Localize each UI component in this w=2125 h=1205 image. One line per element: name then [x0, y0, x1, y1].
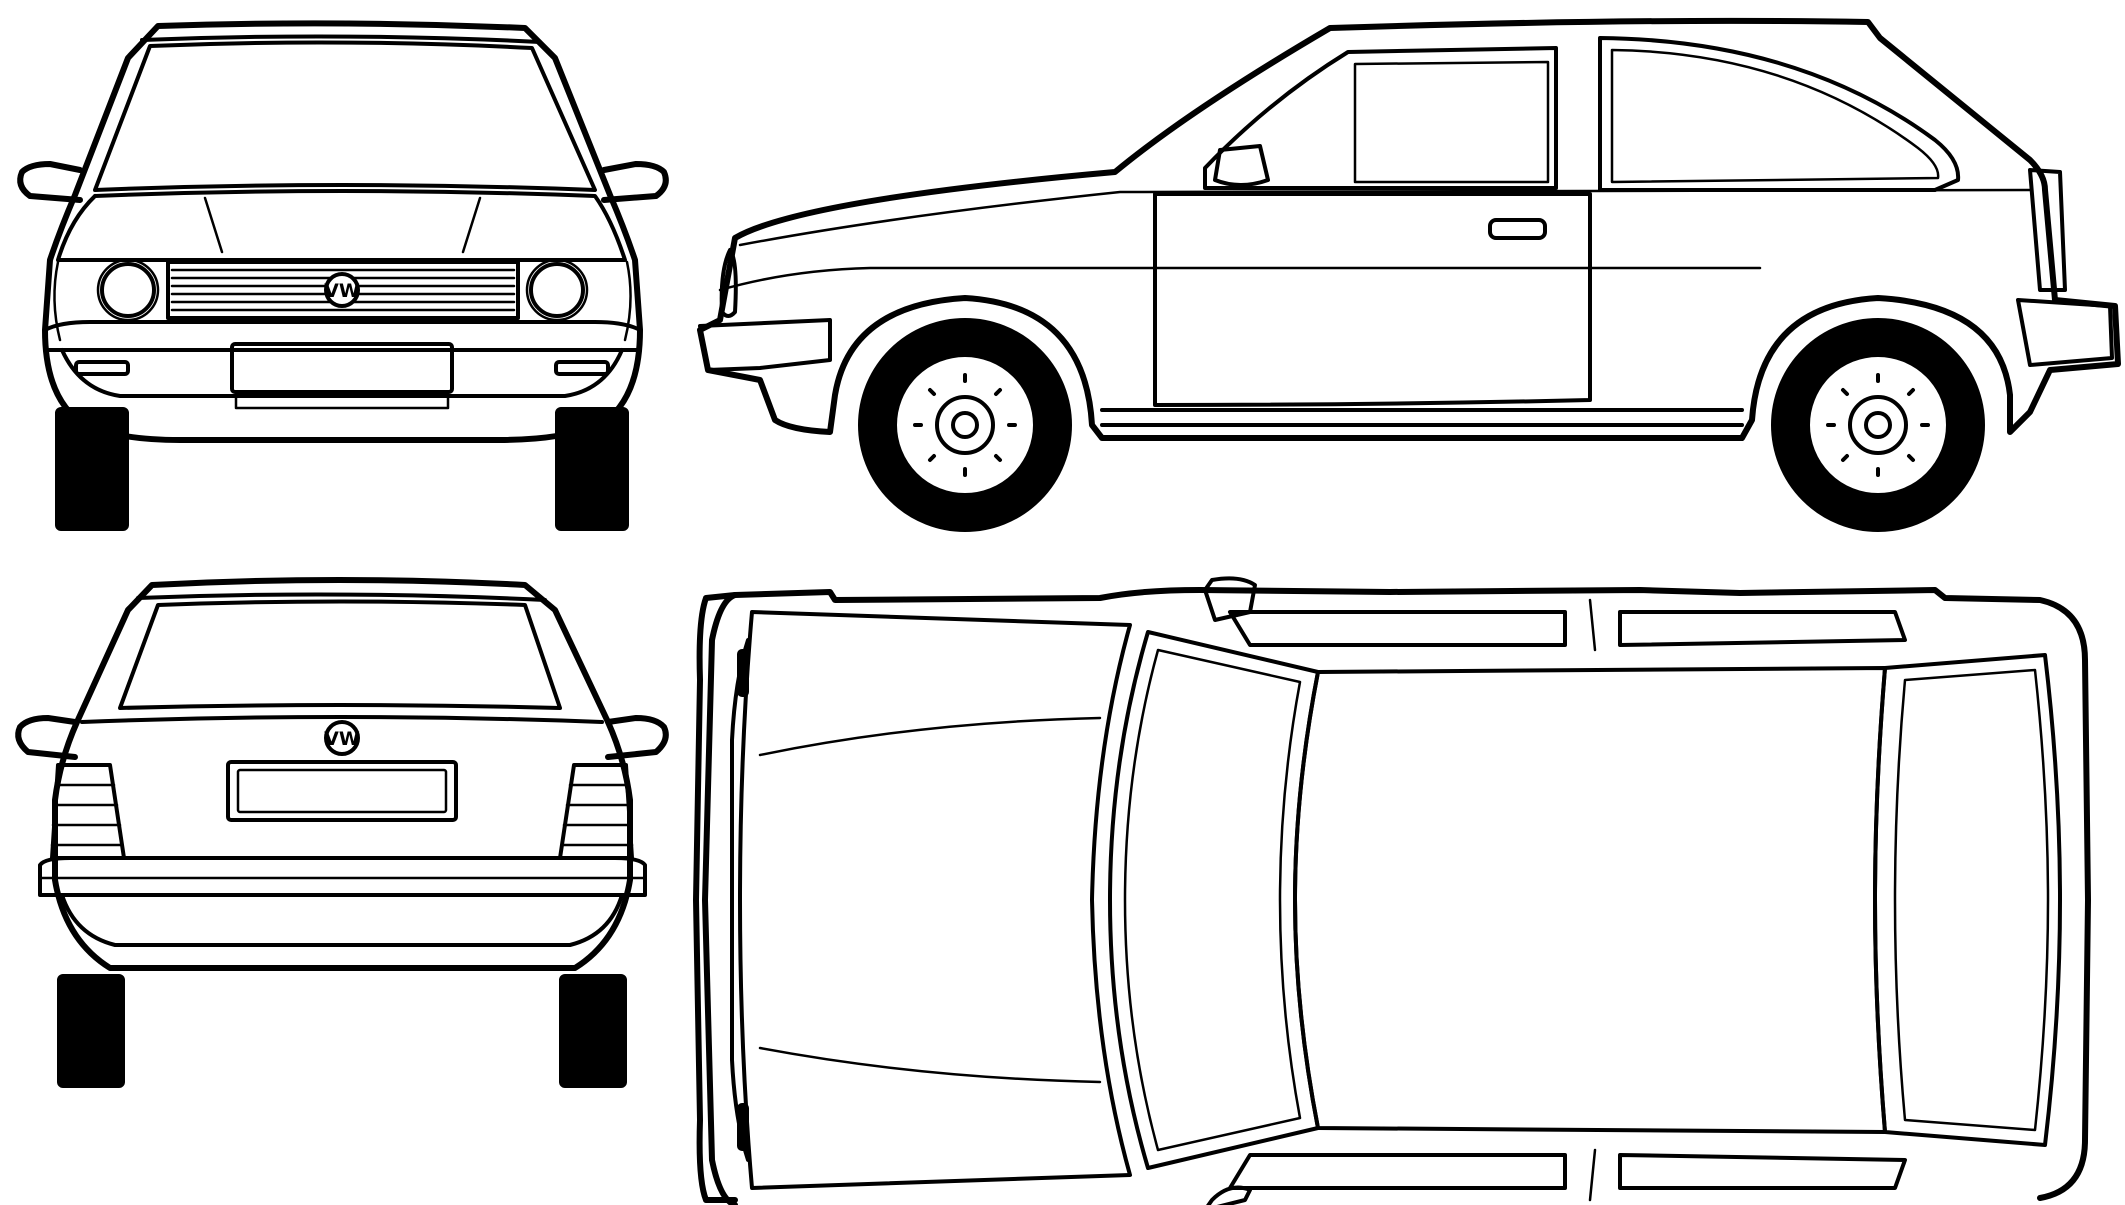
front-left-headlight-ring — [96, 258, 160, 322]
rear-left-tire — [57, 974, 125, 1088]
top-lower-door-line — [1588, 1148, 1597, 1202]
top-lower-mirror — [1206, 1185, 1252, 1205]
top-windshield-inner — [1123, 648, 1302, 1152]
side-rear-window — [1598, 36, 1961, 192]
front-left-tire — [55, 407, 129, 531]
front-right-headlight — [529, 262, 585, 318]
rear-lower-valance — [60, 893, 624, 947]
front-left-indicator — [74, 360, 130, 376]
front-left-headlight — [100, 262, 156, 318]
front-right-fender — [623, 260, 632, 342]
front-left-fender — [53, 260, 62, 342]
rear-bumper — [38, 856, 647, 897]
top-body-side — [693, 592, 738, 1203]
side-front-hub — [935, 395, 995, 455]
top-upper-side-window-rear — [1618, 610, 1907, 647]
rear-badge — [324, 720, 360, 756]
top-upper-door-line — [1588, 598, 1597, 652]
front-left-mirror — [17, 161, 83, 203]
side-door — [1153, 192, 1592, 407]
top-hood-crease-lower — [758, 1046, 1102, 1084]
front-badge — [324, 272, 360, 308]
top-front-left-light — [737, 649, 749, 697]
side-belt-line — [738, 188, 2032, 247]
top-windshield — [1108, 630, 1320, 1170]
front-body-outline — [42, 20, 643, 443]
top-roof — [1293, 666, 1887, 1134]
side-front-bumper — [698, 318, 832, 372]
front-hood-crease-right — [461, 196, 482, 254]
side-door-handle — [1488, 218, 1547, 240]
side-rear-bumper — [2016, 298, 2114, 367]
front-hood-crease-left — [203, 196, 224, 254]
side-front-rim-bolts — [913, 373, 1017, 477]
top-body-outline — [702, 587, 2091, 1205]
rear-license-plate — [226, 760, 458, 822]
front-plate-mount — [234, 392, 450, 410]
side-rear-window-inner — [1610, 48, 1940, 184]
rear-view: VW — [15, 577, 669, 1088]
side-front-window-inner — [1353, 60, 1550, 184]
front-view: VW — [17, 20, 669, 531]
front-right-headlight-ring — [525, 258, 589, 322]
rear-body-outline — [52, 577, 633, 971]
side-rear-hubcap — [1864, 411, 1892, 439]
top-hood-crease-upper — [758, 716, 1102, 757]
side-view — [697, 17, 2121, 532]
side-front-window — [1203, 46, 1558, 190]
side-headlight — [719, 248, 738, 318]
side-taillight — [2028, 168, 2067, 292]
front-badge-text: VW — [324, 280, 360, 302]
front-right-mirror — [601, 161, 669, 203]
side-body-outline — [697, 17, 2121, 441]
side-body-crease — [718, 266, 1762, 292]
top-lower-side-window-rear — [1618, 1153, 1907, 1190]
rear-right-tire — [559, 974, 627, 1088]
side-rear-rim-bolts — [1826, 373, 1930, 477]
top-upper-side-window-front — [1228, 610, 1567, 647]
rear-roof-line — [136, 592, 547, 602]
rear-license-plate-inner — [236, 768, 448, 814]
rear-window — [118, 599, 562, 710]
top-upper-mirror — [1203, 576, 1257, 622]
front-windshield — [93, 40, 597, 192]
side-rear-hub — [1848, 395, 1908, 455]
top-view — [693, 576, 2091, 1205]
rear-left-mirror — [15, 715, 78, 760]
rear-hatch-line — [80, 715, 604, 724]
rear-right-mirror — [605, 715, 669, 760]
front-hood — [56, 189, 627, 262]
front-right-tire — [555, 407, 629, 531]
rear-right-taillight-lines — [560, 783, 634, 847]
front-bumper — [43, 320, 642, 352]
rear-badge-text: VW — [324, 728, 360, 750]
side-mirror — [1213, 144, 1270, 187]
rear-left-taillight-lines — [50, 783, 124, 847]
top-rear-window — [1873, 653, 2062, 1147]
top-lower-side-window-front — [1228, 1153, 1567, 1190]
top-rear-window-inner — [1893, 668, 2050, 1132]
front-grille — [166, 260, 520, 320]
top-front-right-light — [737, 1103, 749, 1151]
front-bumper-lower — [60, 348, 624, 398]
side-front-hubcap — [951, 411, 979, 439]
front-roof-line — [140, 34, 542, 44]
top-hood — [738, 610, 1132, 1190]
front-right-indicator — [554, 360, 610, 376]
side-rocker-panel — [1100, 408, 1744, 427]
front-license-plate — [230, 342, 454, 394]
